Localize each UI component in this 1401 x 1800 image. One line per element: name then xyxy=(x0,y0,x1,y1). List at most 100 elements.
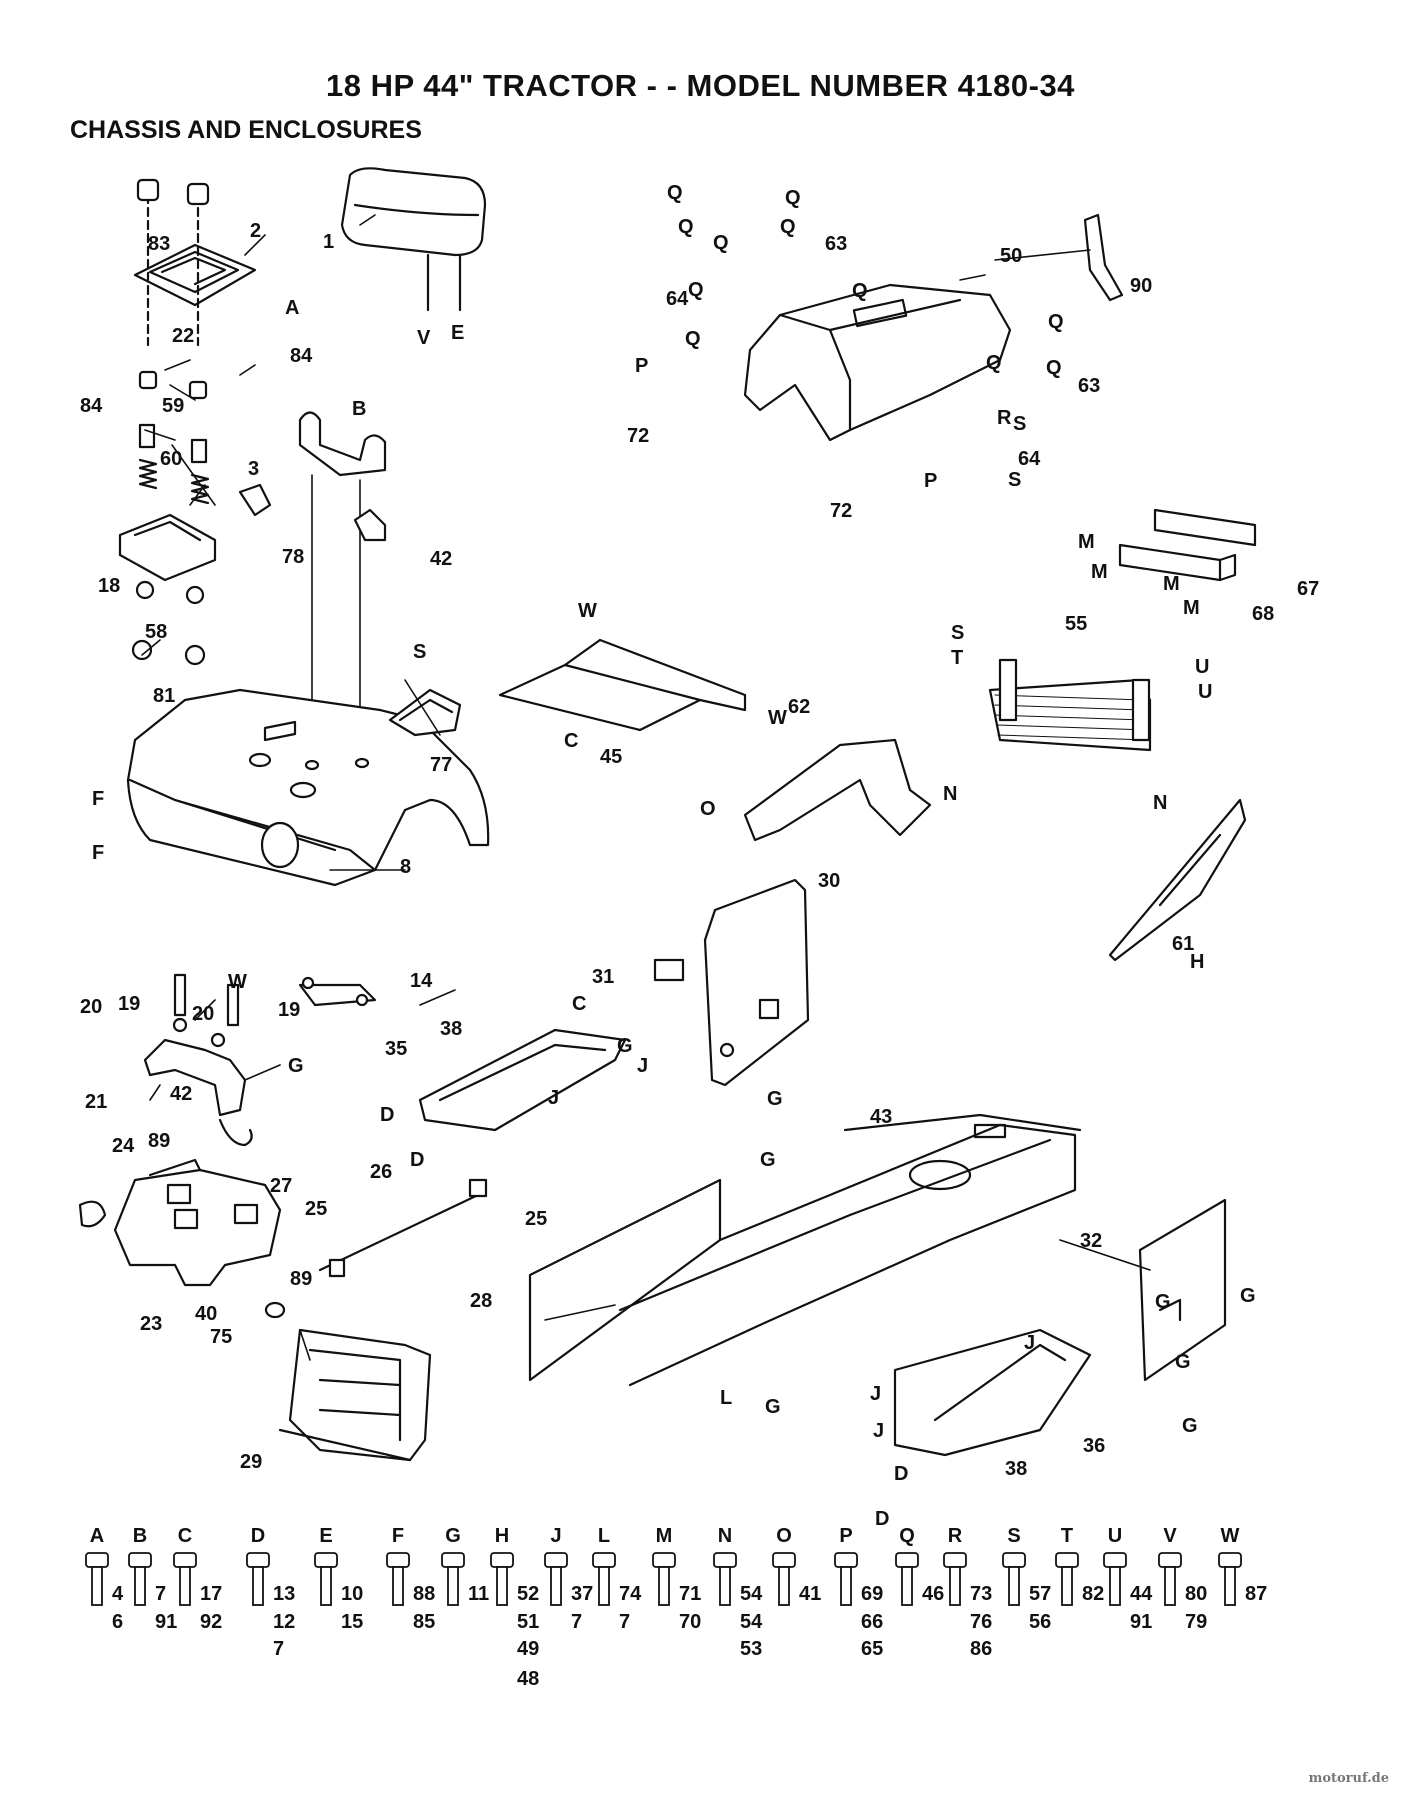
hardware-key-letter: T xyxy=(1061,1525,1073,1547)
part-number-label: 20 xyxy=(80,996,102,1018)
hardware-ref-letter: G xyxy=(1175,1351,1191,1373)
part-number-label: 42 xyxy=(430,548,452,570)
fastener-icon xyxy=(772,1552,796,1606)
part-number-label: 26 xyxy=(370,1161,392,1183)
hardware-ref-letter: M xyxy=(1091,561,1108,583)
part-number-label: 67 xyxy=(1297,578,1319,600)
hardware-part-number: 54 xyxy=(740,1583,763,1605)
seat-bracket xyxy=(238,411,387,761)
part-number-label: 62 xyxy=(788,696,810,718)
hardware-ref-letter: N xyxy=(943,783,957,805)
hardware-part-number: 44 xyxy=(1130,1583,1153,1605)
fastener-icon xyxy=(652,1552,676,1606)
hardware-ref-letter: E xyxy=(451,322,464,344)
hardware-ref-letter: W xyxy=(578,600,597,622)
hardware-key-letter: G xyxy=(445,1525,461,1547)
part-number-label: 22 xyxy=(172,325,194,347)
part-number-label: 63 xyxy=(1078,375,1100,397)
hardware-ref-letter: G xyxy=(765,1396,781,1418)
hardware-part-number: 91 xyxy=(155,1611,177,1633)
part-number-label: 35 xyxy=(385,1038,407,1060)
hardware-part-number: 74 xyxy=(619,1583,642,1605)
part-number-label: 43 xyxy=(870,1106,892,1128)
seat xyxy=(340,167,487,312)
hardware-part-number: 49 xyxy=(517,1638,539,1660)
hardware-part-number: 7 xyxy=(273,1638,284,1660)
hardware-part-number: 41 xyxy=(799,1583,821,1605)
fastener-icon xyxy=(490,1552,514,1606)
part-number-label: 25 xyxy=(305,1198,327,1220)
grille xyxy=(988,658,1152,752)
fastener-icon xyxy=(173,1552,197,1606)
hardware-part-number: 57 xyxy=(1029,1583,1051,1605)
hardware-part-number: 82 xyxy=(1082,1583,1104,1605)
fastener-icon xyxy=(246,1552,270,1606)
hardware-key-letter: L xyxy=(598,1525,610,1547)
part-number-label: 77 xyxy=(430,754,452,776)
hardware-part-number: 85 xyxy=(413,1611,435,1633)
fastener-icon xyxy=(128,1552,152,1606)
hardware-key-letter: V xyxy=(1163,1525,1177,1547)
fastener-icon xyxy=(1158,1552,1182,1606)
hardware-ref-letter: S xyxy=(1013,413,1026,435)
part-number-label: 89 xyxy=(148,1130,170,1152)
hardware-part-number: 7 xyxy=(155,1583,166,1605)
part-number-label: 38 xyxy=(1005,1458,1027,1480)
hardware-ref-letter: W xyxy=(228,971,247,993)
hardware-key-letter: P xyxy=(839,1525,852,1547)
part-90 xyxy=(1083,213,1124,302)
hardware-part-number: 91 xyxy=(1130,1611,1152,1633)
hardware-key-letter: R xyxy=(948,1525,963,1547)
part-number-label: 83 xyxy=(148,233,170,255)
fastener-icon xyxy=(834,1552,858,1606)
fastener-icon xyxy=(1103,1552,1127,1606)
hardware-ref-letter: A xyxy=(285,297,299,319)
hardware-part-number: 10 xyxy=(341,1583,363,1605)
part-number-label: 27 xyxy=(270,1175,292,1197)
hardware-part-number: 80 xyxy=(1185,1583,1207,1605)
hardware-ref-letter: D xyxy=(894,1463,908,1485)
part-number-label: 23 xyxy=(140,1313,162,1335)
console-30 xyxy=(653,878,810,1087)
fastener-icon xyxy=(713,1552,737,1606)
part-number-label: 72 xyxy=(830,500,852,522)
part-number-label: 64 xyxy=(1018,448,1041,470)
hardware-ref-letter: Q xyxy=(986,352,1002,374)
hardware-part-number: 73 xyxy=(970,1583,992,1605)
part-number-label: 1 xyxy=(323,231,334,253)
hardware-part-number: 46 xyxy=(922,1583,944,1605)
hardware-ref-letter: L xyxy=(720,1387,732,1409)
part-number-label: 31 xyxy=(592,966,614,988)
hardware-key-letter: D xyxy=(251,1525,265,1547)
part-number-label: 84 xyxy=(290,345,313,367)
part-number-label: 58 xyxy=(145,621,167,643)
hardware-ref-letter: D xyxy=(875,1508,889,1530)
part-number-label: 36 xyxy=(1083,1435,1105,1457)
hardware-ref-letter: S xyxy=(413,641,426,663)
frame-rail xyxy=(528,1113,1082,1387)
fastener-icon xyxy=(314,1552,338,1606)
hardware-ref-letter: Q xyxy=(785,187,801,209)
footrest-right xyxy=(893,1328,1092,1457)
fastener-icon xyxy=(895,1552,919,1606)
support-67-68 xyxy=(1118,508,1257,582)
hardware-ref-letter: D xyxy=(410,1149,424,1171)
hardware-key-letter: J xyxy=(550,1525,561,1547)
hardware-ref-letter: V xyxy=(417,327,431,349)
part-number-label: 90 xyxy=(1130,275,1152,297)
part-number-label: 20 xyxy=(192,1003,214,1025)
hardware-ref-letter: Q xyxy=(852,280,868,302)
hardware-part-number: 70 xyxy=(679,1611,701,1633)
hardware-part-number: 12 xyxy=(273,1611,295,1633)
part-number-label: 68 xyxy=(1252,603,1274,625)
hardware-part-number: 11 xyxy=(468,1583,489,1605)
part-number-label: 3 xyxy=(248,458,259,480)
hardware-ref-letter: F xyxy=(92,788,104,810)
part-number-label: 45 xyxy=(600,746,622,768)
hardware-part-number: 51 xyxy=(517,1611,539,1633)
hardware-key-letter: E xyxy=(319,1525,332,1547)
hardware-part-number: 13 xyxy=(273,1583,295,1605)
part-number-label: 25 xyxy=(525,1208,547,1230)
page-title: 18 HP 44" TRACTOR - - MODEL NUMBER 4180-… xyxy=(326,68,1075,103)
